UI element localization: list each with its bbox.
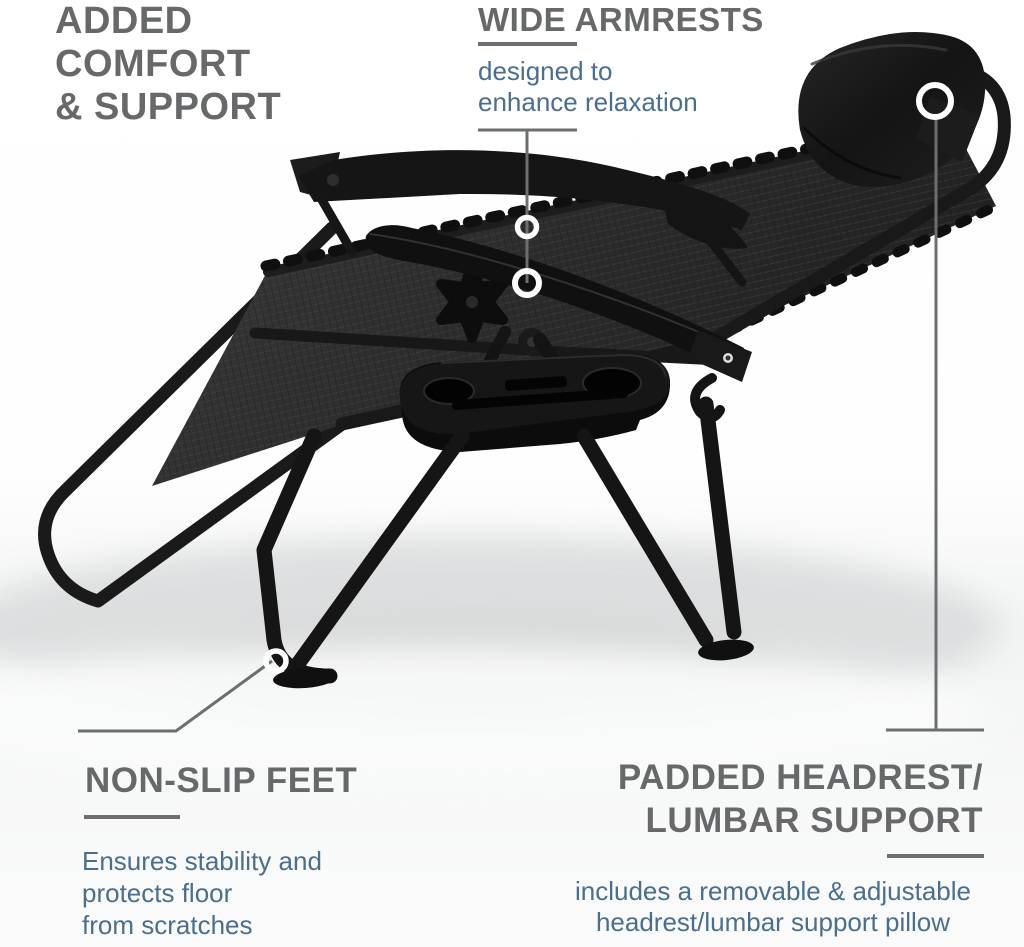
non-slip-feet-divider	[84, 815, 180, 819]
near-rail	[335, 63, 1011, 431]
chair-graphic	[38, 32, 1011, 689]
tray-slot-long	[452, 388, 628, 410]
floor-shadow	[0, 536, 1000, 786]
added-comfort-line-2: COMFORT	[55, 43, 251, 85]
padded-headrest-line-1: PADDED HEADREST/	[617, 758, 983, 797]
cup-hole-left	[423, 377, 475, 405]
padded-headrest-title: PADDED HEADREST/ LUMBAR SUPPORT	[618, 756, 983, 842]
wide-armrests-desc-line-2: enhance relaxation	[478, 87, 698, 117]
padded-headrest-divider	[887, 854, 984, 858]
foot-marker	[263, 648, 289, 674]
cup-holder-tray	[399, 326, 670, 452]
padded-desc-line-1: includes a removable & adjustable	[574, 876, 972, 906]
added-comfort-title: ADDED COMFORT & SUPPORT	[55, 0, 281, 129]
front-foot-pad	[273, 667, 337, 689]
added-comfort-line-3: & SUPPORT	[55, 86, 282, 128]
footrest-frame	[38, 221, 349, 608]
feature-markers	[263, 82, 954, 674]
wide-armrests-divider	[478, 42, 577, 46]
armrest-linkage	[660, 190, 748, 249]
armrest-bracket	[688, 330, 752, 382]
padded-headrest-line-2: LUMBAR SUPPORT	[645, 801, 983, 840]
non-slip-desc-line-2: protects floor	[82, 878, 233, 908]
non-slip-desc-line-1: Ensures stability and	[82, 846, 322, 876]
padded-desc-line-2: headrest/lumbar support pillow	[595, 907, 951, 937]
added-comfort-line-1: ADDED	[55, 0, 193, 42]
callout-lines	[78, 119, 984, 733]
wide-armrests-desc-line-1: designed to	[478, 56, 613, 86]
pillow-strap	[916, 96, 980, 162]
non-slip-feet-title: NON-SLIP FEET	[85, 761, 358, 800]
far-armrest	[290, 150, 750, 257]
linkage-bar	[697, 225, 747, 287]
headrest-callout-line	[886, 119, 984, 732]
headrest-marker	[916, 82, 954, 120]
armrest-marker-upper	[514, 214, 540, 240]
feet-callout-line	[78, 659, 273, 733]
headrest-pillow	[798, 32, 986, 187]
rear-foot-pad	[698, 639, 754, 661]
wide-armrests-title: WIDE ARMRESTS	[478, 1, 764, 38]
non-slip-feet-description: Ensures stability and protects floor fro…	[82, 845, 322, 941]
wide-armrests-description: designed to enhance relaxation	[478, 56, 698, 118]
tray-slot-short	[504, 376, 568, 391]
armrests-callout-line	[478, 128, 577, 283]
seat-support-tube	[249, 327, 746, 367]
non-slip-desc-line-3: from scratches	[82, 910, 253, 940]
armrest-marker-lower	[512, 268, 542, 298]
padded-headrest-description: includes a removable & adjustable headre…	[558, 876, 988, 938]
